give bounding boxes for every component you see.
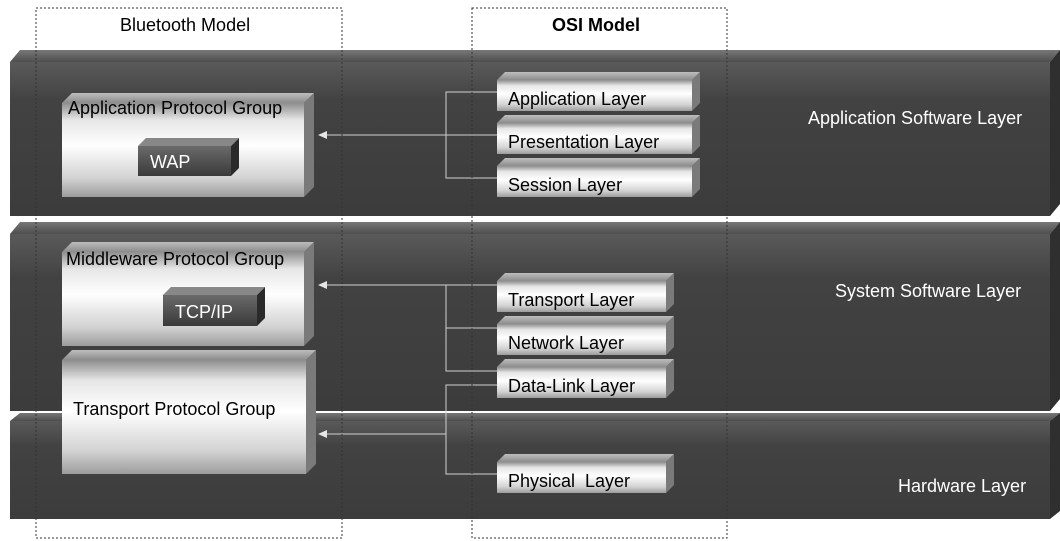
osi-session-box [497, 158, 700, 197]
middleware-protocol-group-label: Middleware Protocol Group [66, 249, 285, 269]
osi-presentation-layer-label: Presentation Layer [508, 132, 660, 152]
application-software-layer-label: Application Software Layer [808, 108, 1023, 128]
osi-network-layer-label: Network Layer [508, 333, 625, 353]
hardware-layer-label: Hardware Layer [898, 476, 1027, 496]
osi-datalink-box [497, 359, 674, 398]
osi-transport-layer-label: Transport Layer [508, 290, 635, 310]
system-software-layer-label: System Software Layer [835, 281, 1022, 301]
transport-protocol-group-label: Transport Protocol Group [73, 399, 276, 419]
bluetooth-model-frame [35, 7, 343, 539]
osi-network-box [497, 316, 674, 355]
osi-application-box [497, 72, 700, 111]
osi-physical-layer-label: Physical Layer [508, 471, 631, 491]
osi-physical-box [497, 454, 674, 493]
osi-model-frame [471, 7, 728, 539]
wap-label: WAP [150, 152, 191, 172]
application-protocol-group-label: Application Protocol Group [68, 98, 283, 118]
osi-datalink-layer-label: Data-Link Layer [508, 376, 636, 396]
wap-box [138, 138, 239, 176]
tcpip-box [163, 287, 265, 326]
tcpip-label: TCP/IP [175, 302, 234, 322]
osi-presentation-box [497, 115, 700, 154]
osi-application-layer-label: Application Layer [508, 89, 647, 109]
osi-model-title: OSI Model [552, 15, 641, 35]
osi-transport-box [497, 273, 674, 312]
transport-protocol-group-box [62, 350, 316, 474]
osi-session-layer-label: Session Layer [508, 175, 623, 195]
arrow-heads [318, 131, 327, 438]
bluetooth-model-title: Bluetooth Model [120, 15, 251, 35]
